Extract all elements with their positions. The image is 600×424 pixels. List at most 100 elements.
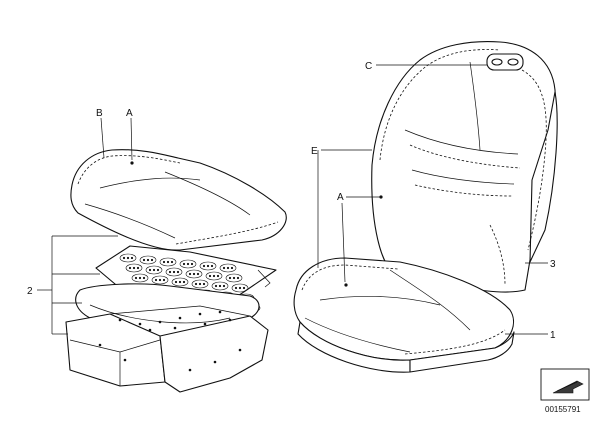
part-symbol-icon — [552, 380, 584, 394]
heating-pad-dot — [166, 260, 170, 264]
heating-pad-cell — [199, 261, 217, 271]
heating-pad-dot — [148, 268, 152, 272]
heating-pad-dot — [154, 278, 158, 282]
heating-pad-dot — [132, 266, 136, 270]
heating-pad-dot — [212, 274, 216, 278]
heating-pad-dot — [222, 284, 226, 288]
heating-pad-dot — [194, 282, 198, 286]
heating-pad-cell — [179, 259, 197, 269]
heating-pad-dot — [202, 264, 206, 268]
callout-1: 1 — [550, 330, 556, 341]
heating-pad-dot — [202, 282, 206, 286]
heating-pad-dot — [174, 280, 178, 284]
base-hole — [178, 316, 182, 320]
heating-pad-cell — [145, 265, 163, 275]
heating-pad-cell — [159, 257, 177, 267]
heating-pad-dot — [238, 286, 242, 290]
heating-pad-dot — [182, 262, 186, 266]
callout-e: E — [311, 146, 318, 157]
heating-pad-cell — [225, 273, 243, 283]
callout-a-left: A — [126, 108, 133, 119]
base-hole — [98, 343, 102, 347]
base-hole — [188, 368, 192, 372]
heating-pad-cell — [165, 267, 183, 277]
heating-pad-dot — [198, 282, 202, 286]
base-hole — [218, 310, 222, 314]
base-hole — [213, 360, 217, 364]
heating-pad-dot — [142, 258, 146, 262]
callout-3: 3 — [550, 259, 556, 270]
seat-cushion-cover — [70, 149, 287, 251]
heating-pad-cell — [139, 255, 157, 265]
base-hole — [118, 318, 122, 322]
heating-pad-dot — [138, 276, 142, 280]
heating-pad-dot — [192, 272, 196, 276]
seat-backrest — [371, 41, 558, 293]
heating-pad-dot — [188, 272, 192, 276]
leader-lines — [37, 64, 548, 335]
heating-pad-cell — [211, 281, 229, 291]
heating-pad-dot — [152, 268, 156, 272]
heating-pad-dot — [176, 270, 180, 274]
heating-pad-dot — [168, 270, 172, 274]
heating-pad-dot — [142, 276, 146, 280]
base-hole — [203, 322, 207, 326]
callout-a-right: A — [337, 192, 344, 203]
heating-pad-cell — [171, 277, 189, 287]
seat-base-frame — [65, 305, 269, 393]
heating-pad-dot — [182, 280, 186, 284]
heating-pad-dot — [232, 276, 236, 280]
heating-pad-dot — [126, 256, 130, 260]
base-hole — [148, 328, 152, 332]
heating-pad-cell — [231, 283, 249, 293]
heating-pad-dot — [216, 274, 220, 278]
base-hole — [123, 358, 127, 362]
heating-pad-cell — [131, 273, 149, 283]
heating-pad-dot — [222, 266, 226, 270]
heating-pad-cell — [119, 253, 137, 263]
heating-pad-dot — [162, 278, 166, 282]
heating-pad-dot — [172, 270, 176, 274]
heating-pad-cell — [205, 271, 223, 281]
heating-pad-dot — [206, 264, 210, 268]
base-hole — [228, 318, 232, 322]
heating-pad-cell — [191, 279, 209, 289]
heating-pad-dot — [242, 286, 246, 290]
heating-pad-dot — [178, 280, 182, 284]
base-hole — [158, 320, 162, 324]
heating-pad-dot — [208, 274, 212, 278]
heating-pad-dot — [226, 266, 230, 270]
heating-pad-dot — [228, 276, 232, 280]
heating-pad-dot — [134, 276, 138, 280]
heating-pad-dot — [190, 262, 194, 266]
heating-pad-cell — [219, 263, 237, 273]
heating-pad-dot — [130, 256, 134, 260]
reference-number: 00155791 — [545, 405, 581, 414]
base-hole — [238, 348, 242, 352]
callout-c: C — [365, 61, 372, 72]
callout-b-left: B — [96, 108, 103, 119]
heating-pad-dot — [122, 256, 126, 260]
heating-pad-dot — [210, 264, 214, 268]
heating-pad-dot — [150, 258, 154, 262]
heating-pad-dot — [234, 286, 238, 290]
callout-2: 2 — [27, 286, 33, 297]
heating-pad-dot — [170, 260, 174, 264]
heating-pad-dot — [196, 272, 200, 276]
base-hole — [173, 326, 177, 330]
heating-pad-dot — [156, 268, 160, 272]
heating-pad-dot — [218, 284, 222, 288]
base-hole — [198, 312, 202, 316]
heating-pad-dot — [214, 284, 218, 288]
heating-pad-dot — [162, 260, 166, 264]
seat-cushion-assembled — [293, 257, 515, 373]
heating-pad-dot — [128, 266, 132, 270]
heating-pad-cell — [125, 263, 143, 273]
heating-pad-cell — [185, 269, 203, 279]
heating-pad-dot — [230, 266, 234, 270]
heating-pad-dot — [158, 278, 162, 282]
heating-pad-dot — [146, 258, 150, 262]
heating-pad-cell — [151, 275, 169, 285]
reference-box — [540, 368, 590, 401]
